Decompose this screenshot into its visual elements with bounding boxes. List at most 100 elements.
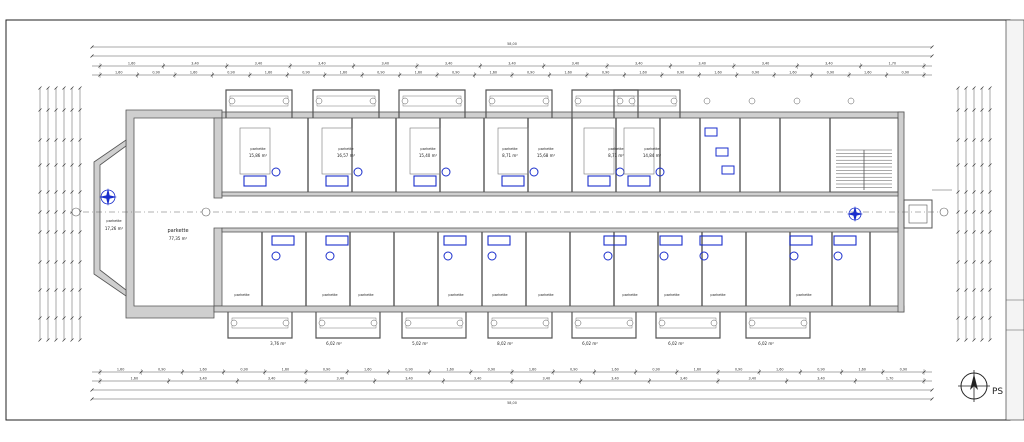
- side-tick: [54, 316, 58, 320]
- north-label: PS: [992, 387, 1003, 397]
- side-tick: [54, 86, 58, 90]
- side-tick: [956, 288, 960, 292]
- side-tick: [54, 230, 58, 234]
- top-dim-label: 1,60: [489, 71, 497, 75]
- side-tick: [78, 288, 82, 292]
- side-tick: [62, 338, 66, 342]
- top-dim-label: 1,60: [864, 71, 872, 75]
- grid-bubble: [710, 319, 718, 327]
- side-tick: [78, 108, 82, 112]
- side-tick: [62, 288, 66, 292]
- side-tick: [46, 108, 50, 112]
- bottom-bay-balcony: [231, 317, 289, 329]
- service-fixture: [704, 127, 718, 137]
- top-dim-label: 3,40: [698, 62, 706, 66]
- side-tick: [62, 108, 66, 112]
- sheet-frame: [5, 19, 1011, 421]
- top-room-label: parkette: [538, 147, 554, 151]
- side-tick: [38, 260, 42, 264]
- side-tick: [46, 288, 50, 292]
- grid-bubble: [370, 319, 378, 327]
- grid-bubble: [574, 319, 582, 327]
- side-tick: [70, 288, 74, 292]
- hall-area: 77,35 m²: [169, 236, 188, 241]
- side-tick: [54, 210, 58, 214]
- top-dim-label: 3,40: [762, 62, 770, 66]
- side-tick: [972, 190, 976, 194]
- side-tick: [972, 108, 976, 112]
- top-bay-outline: [613, 89, 681, 118]
- wc-fixture: [789, 251, 799, 261]
- side-tick: [78, 338, 82, 342]
- top-bay-balcony: [575, 95, 635, 107]
- side-tick: [980, 190, 984, 194]
- top-dim-label: 3,40: [318, 62, 326, 66]
- side-tick: [62, 86, 66, 90]
- bath-fixture: [243, 175, 267, 187]
- side-tick: [956, 138, 960, 142]
- entrance-label: parkette: [106, 219, 122, 223]
- bottom-bay-outline: [487, 312, 553, 339]
- grid-bubble: [282, 97, 290, 105]
- bottom-dim-tick: [930, 388, 934, 392]
- top-bay-outline: [485, 89, 553, 118]
- side-tick: [46, 260, 50, 264]
- grid-bubble: [703, 97, 711, 105]
- side-tick: [38, 230, 42, 234]
- side-tick: [62, 210, 66, 214]
- side-tick: [956, 338, 960, 342]
- top-dim-label: 3,40: [635, 62, 643, 66]
- bottom-dim-label: 3,40: [337, 377, 345, 381]
- bath-fixture: [699, 235, 723, 246]
- bottom-bay-balcony: [491, 317, 549, 329]
- bottom-overall-dimension: 58,00: [507, 401, 517, 405]
- grid-bubble: [488, 97, 496, 105]
- wc-fixture: [659, 251, 669, 261]
- bottom-bay-balcony: [749, 317, 807, 329]
- bath-fixture: [487, 235, 511, 246]
- grid-bubble: [369, 97, 377, 105]
- bath-fixture: [587, 175, 611, 187]
- side-tick: [964, 190, 968, 194]
- grid-bubble: [282, 319, 290, 327]
- side-tick: [78, 190, 82, 194]
- bottom-dim-label: 1,60: [364, 368, 372, 372]
- top-dim-label: 1,60: [340, 71, 348, 75]
- top-bay-outline: [398, 89, 466, 118]
- side-tick: [38, 210, 42, 214]
- bath-fixture: [833, 235, 857, 246]
- bottom-room-label: parkette: [234, 293, 250, 297]
- side-tick: [988, 260, 992, 264]
- bottom-dim-label: 1,60: [858, 368, 866, 372]
- side-tick: [70, 138, 74, 142]
- bottom-bay-balcony: [575, 317, 633, 329]
- side-tick: [956, 86, 960, 90]
- side-tick: [46, 138, 50, 142]
- grid-bubble: [315, 97, 323, 105]
- side-tick: [54, 108, 58, 112]
- top-bay-balcony: [402, 95, 462, 107]
- balcony-area: 8,02 m²: [497, 341, 513, 346]
- top-dim-label: 3,40: [381, 62, 389, 66]
- top-dim-label: 1,60: [128, 62, 136, 66]
- bottom-room-label: parkette: [622, 293, 638, 297]
- top-dim-label: 3,40: [572, 62, 580, 66]
- top-room-label: parkette: [250, 147, 266, 151]
- grid-bubble: [228, 97, 236, 105]
- side-tick: [62, 163, 66, 167]
- bottom-dim-label: 0,90: [652, 368, 660, 372]
- side-tick: [70, 163, 74, 167]
- right-dimension-ticks: [956, 86, 992, 342]
- bottom-dim-label: 1,60: [131, 377, 139, 381]
- grid-bubble: [574, 97, 582, 105]
- side-tick: [988, 288, 992, 292]
- balcony-area: 6,02 m²: [326, 341, 342, 346]
- side-tick: [62, 316, 66, 320]
- bottom-dim-label: 3,40: [268, 377, 276, 381]
- right-dimension-chain: [957, 88, 991, 340]
- side-tick: [980, 86, 984, 90]
